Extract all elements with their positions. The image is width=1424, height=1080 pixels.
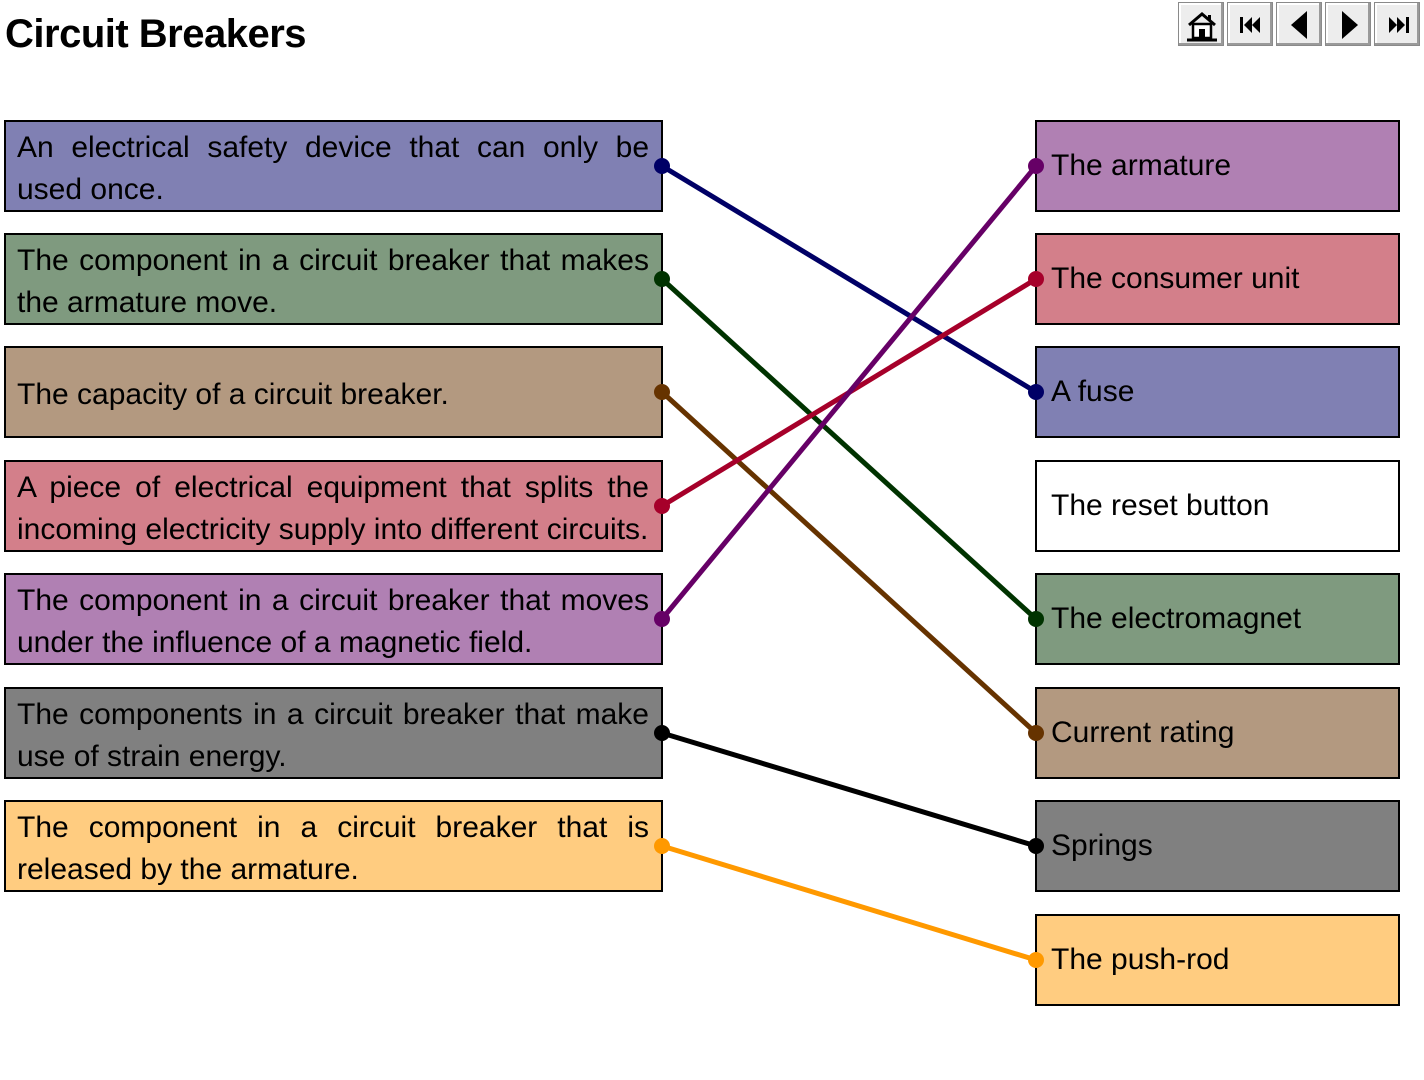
term-text: The armature (1051, 149, 1232, 182)
term-text: The electromagnet (1051, 602, 1302, 635)
term-text: The push-rod (1051, 943, 1230, 976)
definition-connector-dot[interactable] (654, 498, 670, 514)
term-connector-dot[interactable] (1028, 271, 1044, 287)
match-line (660, 163, 1038, 395)
page-title: Circuit Breakers (5, 12, 307, 56)
previous-button[interactable] (1276, 2, 1322, 46)
term-text: Springs (1051, 829, 1153, 862)
match-line (661, 843, 1037, 963)
match-line (660, 164, 1038, 621)
home-icon (1187, 12, 1217, 42)
definition-connector-dot[interactable] (654, 838, 670, 854)
definition-text: An electrical safety device that can onl… (17, 130, 649, 206)
definition-box[interactable]: The component in a circuit breaker that … (4, 800, 663, 892)
definition-box[interactable]: The capacity of a circuit breaker. (4, 346, 663, 438)
skip-first-icon (1240, 17, 1260, 33)
definition-text: The components in a circuit breaker that… (17, 697, 649, 773)
navigation-toolbar (1178, 2, 1424, 48)
match-line (661, 730, 1037, 849)
term-box[interactable]: The electromagnet (1035, 573, 1400, 665)
term-box[interactable]: Springs (1035, 800, 1400, 892)
definition-connector-dot[interactable] (654, 725, 670, 741)
definition-text: The component in a circuit breaker that … (17, 583, 649, 659)
term-box[interactable]: A fuse (1035, 346, 1400, 438)
definition-text: The component in a circuit breaker that … (17, 810, 649, 886)
definition-box[interactable]: An electrical safety device that can onl… (4, 120, 663, 212)
term-text: The reset button (1051, 489, 1270, 522)
last-button[interactable] (1374, 2, 1420, 46)
term-box[interactable]: The consumer unit (1035, 233, 1400, 325)
term-connector-dot[interactable] (1028, 158, 1044, 174)
match-line (660, 277, 1038, 621)
definition-connector-dot[interactable] (654, 271, 670, 287)
term-connector-dot[interactable] (1028, 725, 1044, 741)
first-button[interactable] (1227, 2, 1273, 46)
term-box[interactable]: The push-rod (1035, 914, 1400, 1006)
term-connector-dot[interactable] (1028, 838, 1044, 854)
definition-connector-dot[interactable] (654, 611, 670, 627)
next-button[interactable] (1325, 2, 1371, 46)
home-button[interactable] (1178, 2, 1224, 46)
definition-box[interactable]: A piece of electrical equipment that spl… (4, 460, 663, 552)
term-connector-dot[interactable] (1028, 952, 1044, 968)
term-text: A fuse (1051, 375, 1135, 408)
match-line (660, 390, 1038, 735)
term-connector-dot[interactable] (1028, 384, 1044, 400)
definition-connector-dot[interactable] (654, 384, 670, 400)
definition-text: The capacity of a circuit breaker. (17, 377, 449, 411)
triangle-right-icon (1342, 11, 1358, 39)
term-box[interactable]: The armature (1035, 120, 1400, 212)
term-text: The consumer unit (1051, 262, 1300, 295)
definition-connector-dot[interactable] (654, 158, 670, 174)
definition-text: The component in a circuit breaker that … (17, 243, 649, 319)
definition-box[interactable]: The component in a circuit breaker that … (4, 573, 663, 665)
definition-box[interactable]: The component in a circuit breaker that … (4, 233, 663, 325)
term-connector-dot[interactable] (1028, 611, 1044, 627)
term-text: Current rating (1051, 716, 1235, 749)
term-box[interactable]: The reset button (1035, 460, 1400, 552)
definition-text: A piece of electrical equipment that spl… (17, 470, 649, 546)
term-box[interactable]: Current rating (1035, 687, 1400, 779)
skip-last-icon (1389, 17, 1409, 33)
triangle-left-icon (1291, 11, 1307, 39)
definition-box[interactable]: The components in a circuit breaker that… (4, 687, 663, 779)
